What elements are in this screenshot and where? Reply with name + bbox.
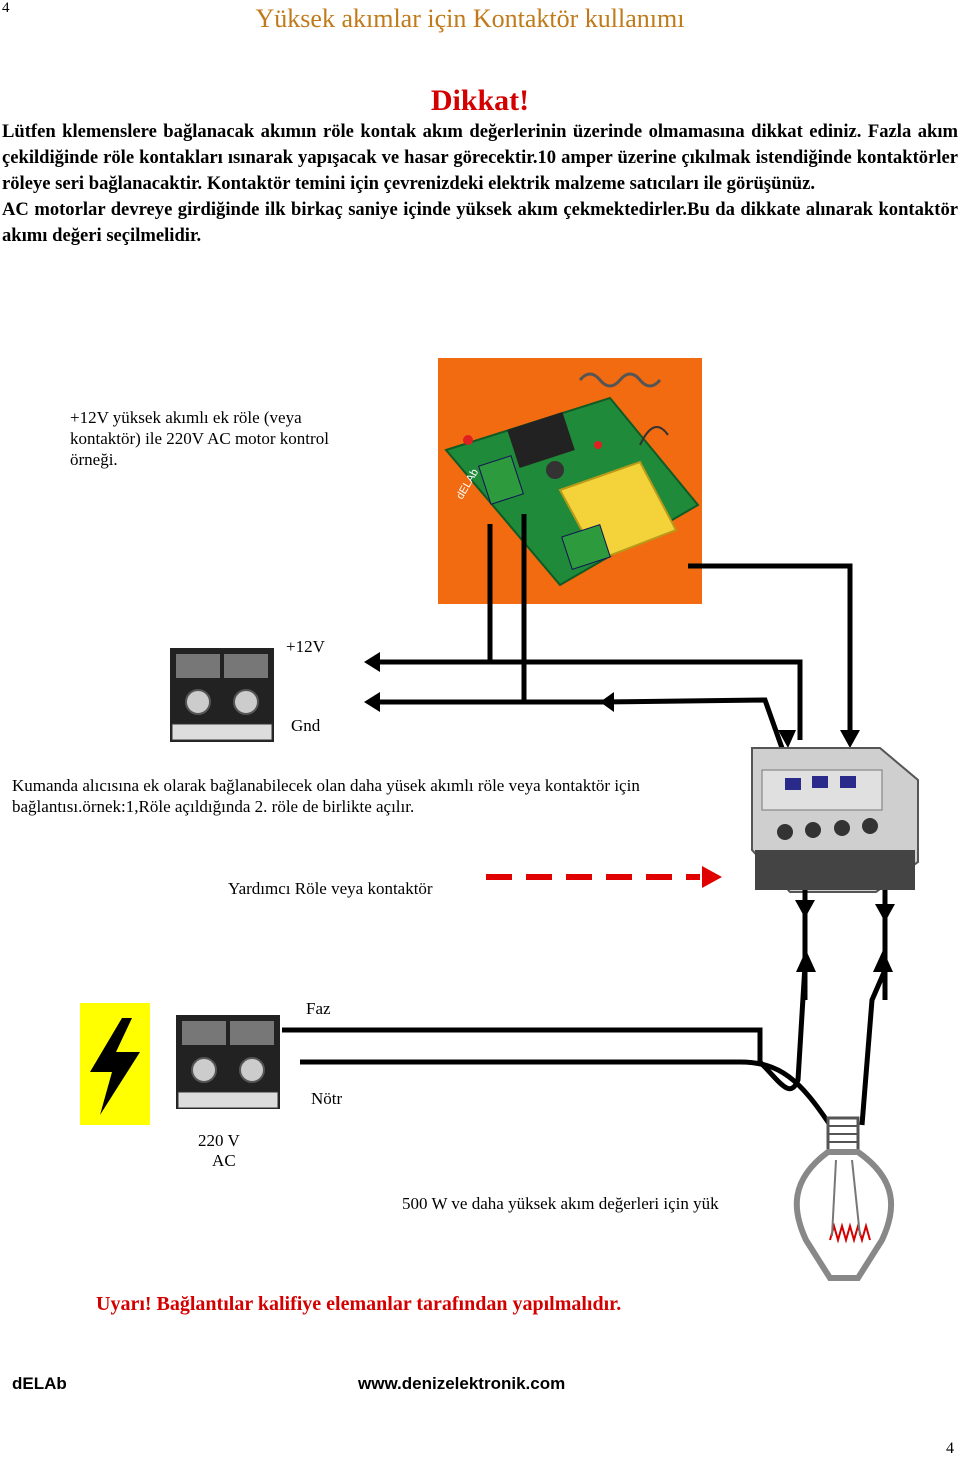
light-bulb-icon bbox=[793, 1116, 895, 1281]
example-caption: +12V yüksek akımlı ek röle (veya kontakt… bbox=[70, 408, 329, 469]
receiver-board-photo: dELAb bbox=[438, 358, 702, 604]
aux-relay-arrow bbox=[486, 866, 722, 888]
warning-paragraph-2: AC motorlar devreye girdiğinde ilk birka… bbox=[2, 199, 958, 246]
contactor-image bbox=[751, 747, 919, 893]
page-title: Yüksek akımlar için Kontaktör kullanımı bbox=[255, 4, 685, 33]
label-220v-line1: 220 V bbox=[198, 1131, 240, 1150]
load-label: 500 W ve daha yüksek akım değerleri için… bbox=[402, 1194, 719, 1213]
dc-terminal-block bbox=[170, 648, 274, 742]
label-gnd: Gnd bbox=[291, 716, 321, 735]
caution-text: Uyarı! Bağlantılar kalifiye elemanlar ta… bbox=[96, 1293, 622, 1315]
warning-paragraph-1: Lütfen klemenslere bağlanacak akımın röl… bbox=[2, 121, 958, 194]
aux-relay-label: Yardımcı Röle veya kontaktör bbox=[228, 879, 433, 898]
page-number-bottom: 4 bbox=[946, 1440, 954, 1457]
label-220v-line2: AC bbox=[212, 1151, 236, 1170]
label-notr: Nötr bbox=[311, 1089, 343, 1108]
page-number-top: 4 bbox=[2, 0, 10, 16]
high-voltage-icon bbox=[80, 1003, 150, 1125]
label-12v: +12V bbox=[286, 637, 325, 656]
label-220v: 220 V AC bbox=[198, 1131, 240, 1171]
label-faz: Faz bbox=[306, 999, 331, 1018]
warning-heading: Dikkat! bbox=[430, 84, 530, 117]
footer-brand: dELAb bbox=[12, 1374, 67, 1393]
ac-terminal-block bbox=[176, 1015, 280, 1109]
warning-text: Lütfen klemenslere bağlanacak akımın röl… bbox=[2, 119, 958, 249]
footer-website[interactable]: www.denizelektronik.com bbox=[358, 1374, 566, 1393]
connection-caption: Kumanda alıcısına ek olarak bağlanabilec… bbox=[12, 776, 640, 816]
